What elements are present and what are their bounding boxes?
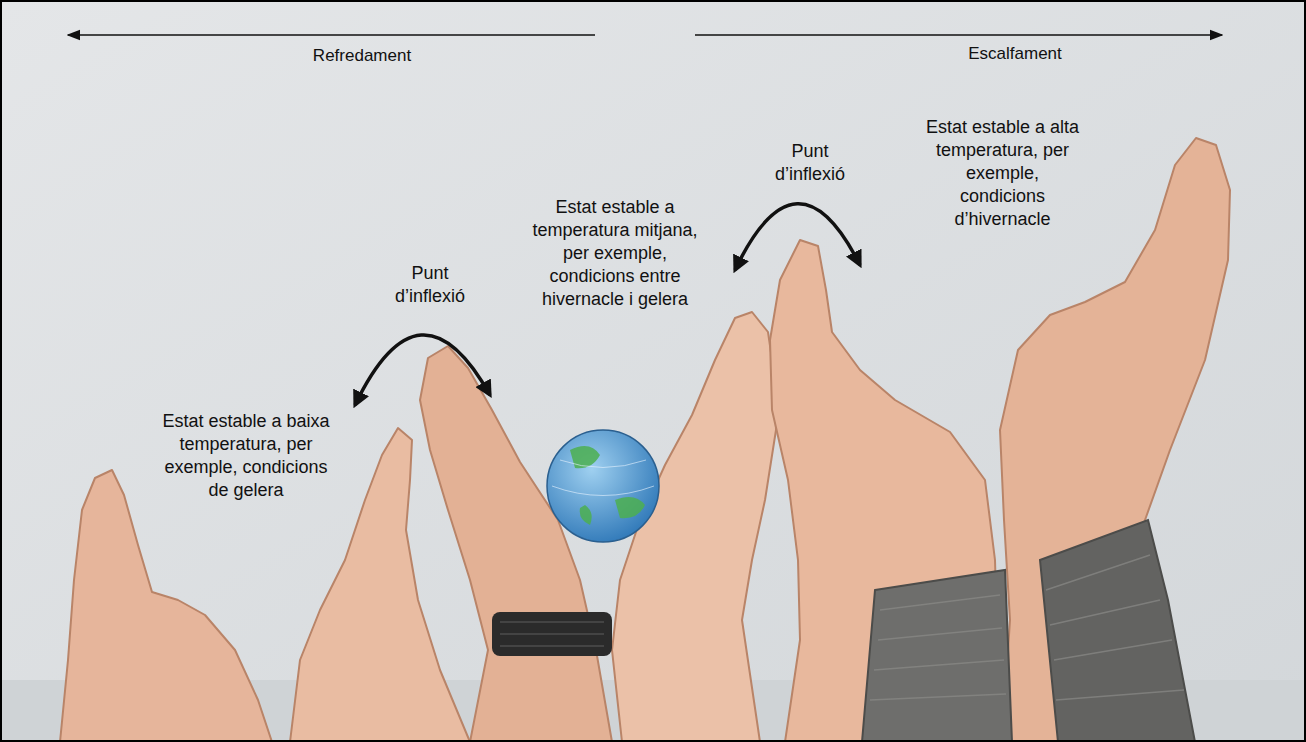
direction-label: Refredament [262, 44, 462, 67]
direction-label: Escalfament [915, 42, 1115, 65]
tipping-arrow [355, 335, 490, 405]
tipping-label: Punt d’inflexió [380, 262, 480, 308]
globe-lines [552, 460, 654, 496]
hand [60, 470, 272, 742]
watch-strap [492, 612, 612, 656]
hand [420, 346, 612, 742]
warming-arrow [695, 34, 1222, 36]
globe-land [570, 446, 645, 525]
state-label: Estat estable a baixa temperatura, per e… [158, 410, 334, 502]
tipping-arrow [735, 204, 860, 270]
cooling-arrow [68, 34, 595, 36]
globe [547, 430, 659, 542]
tipping-label: Punt d’inflexió [760, 140, 860, 186]
state-label: Estat estable a temperatura mitjana, per… [520, 196, 710, 311]
watch-strap-texture [500, 622, 604, 646]
sleeve [1040, 520, 1195, 742]
sleeve [862, 570, 1012, 742]
knit-texture [870, 555, 1184, 700]
state-label: Estat estable a alta temperatura, per ex… [925, 116, 1080, 231]
